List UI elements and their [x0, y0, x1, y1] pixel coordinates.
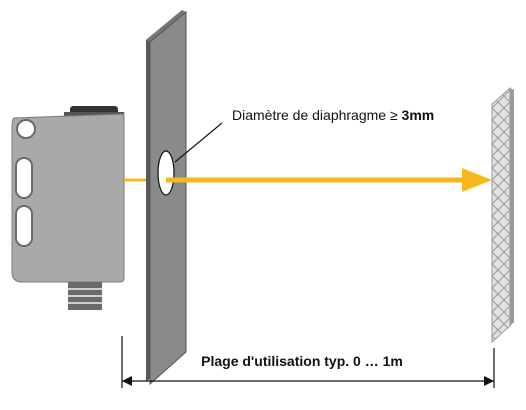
retro-reflector-icon [491, 86, 514, 344]
diaphragm-panel [146, 10, 187, 386]
aperture-hole [157, 150, 175, 196]
aperture-callout-line [174, 122, 223, 163]
beam-arrowhead [462, 168, 492, 192]
aperture-label: Diamètre de diaphragme ≥ 3mm [232, 107, 434, 123]
range-label: Plage d'utilisation typ. 0 … 1m [201, 353, 403, 369]
range-dimension [121, 336, 495, 388]
photoelectric-sensor-icon [11, 106, 125, 310]
